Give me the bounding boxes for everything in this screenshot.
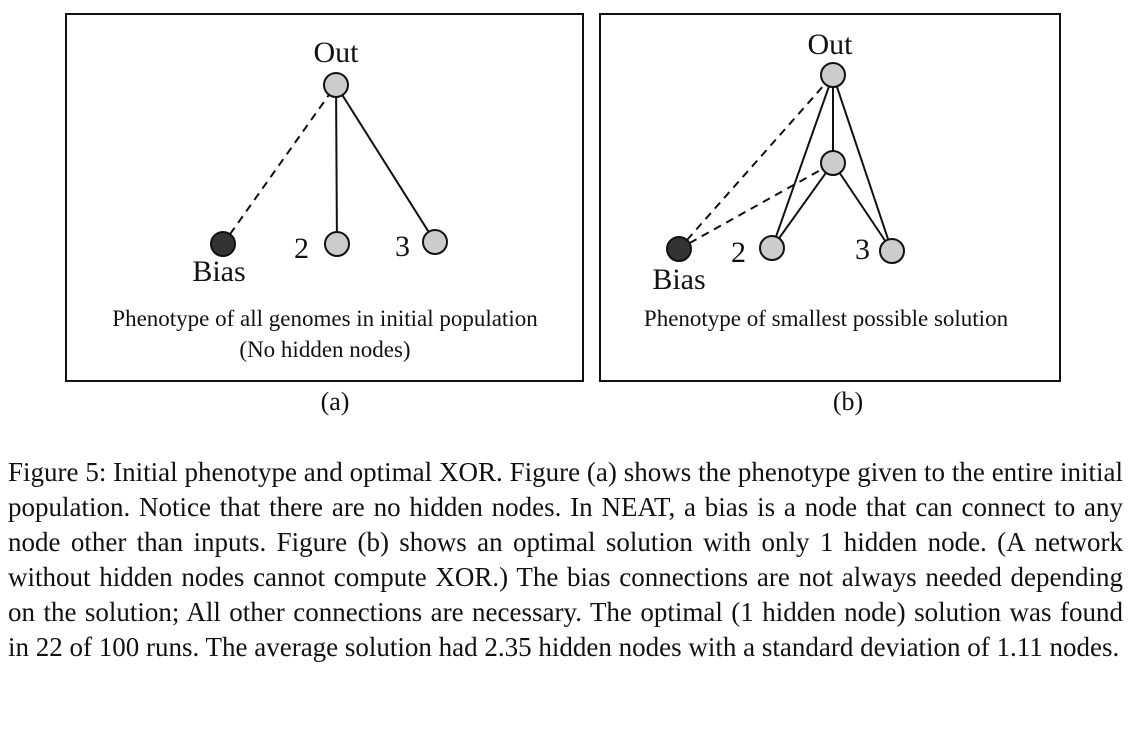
edge-in3-to-out [835,86,890,240]
node-hidden [820,150,846,176]
node-label-bias: Bias [192,255,245,288]
edge-bias-to-out [229,94,330,235]
panel-a-frame [65,13,584,382]
panel-a-sub-label: (a) [321,387,350,416]
node-label-out: Out [314,36,360,69]
node-out [820,62,846,88]
node-in2 [324,231,350,257]
node-in3 [422,229,448,255]
node-bias [666,236,692,262]
node-label-in3: 3 [855,233,870,266]
edge-in3-to-hidden [838,172,887,242]
node-in3 [879,238,905,264]
node-label-out: Out [808,28,854,61]
edge-in2-to-out [335,96,338,233]
panel-a-caption-line-2: (No hidden nodes) [239,337,410,362]
figure-caption: Figure 5: Initial phenotype and optimal … [8,457,1123,662]
edge-in2-to-hidden [778,172,827,239]
edge-bias-to-out [686,83,826,241]
panel-b-edges [686,83,890,244]
node-in2 [759,235,785,261]
node-bias [210,231,236,257]
panel-b-caption-line-1: Phenotype of smallest possible solution [644,306,1009,331]
panel-a-caption-line-1: Phenotype of all genomes in initial popu… [112,306,538,331]
panel-a-edges [229,94,430,235]
node-label-bias: Bias [652,263,705,296]
panel-b-sub-label: (b) [833,387,863,416]
node-label-in3: 3 [395,230,410,263]
node-out [323,72,349,98]
node-label-in2: 2 [294,232,309,265]
edge-bias-to-hidden [689,168,823,244]
edge-in3-to-out [341,94,430,233]
edge-in2-to-out [775,85,830,238]
panel-b-frame [599,13,1061,382]
node-label-in2: 2 [731,236,746,269]
